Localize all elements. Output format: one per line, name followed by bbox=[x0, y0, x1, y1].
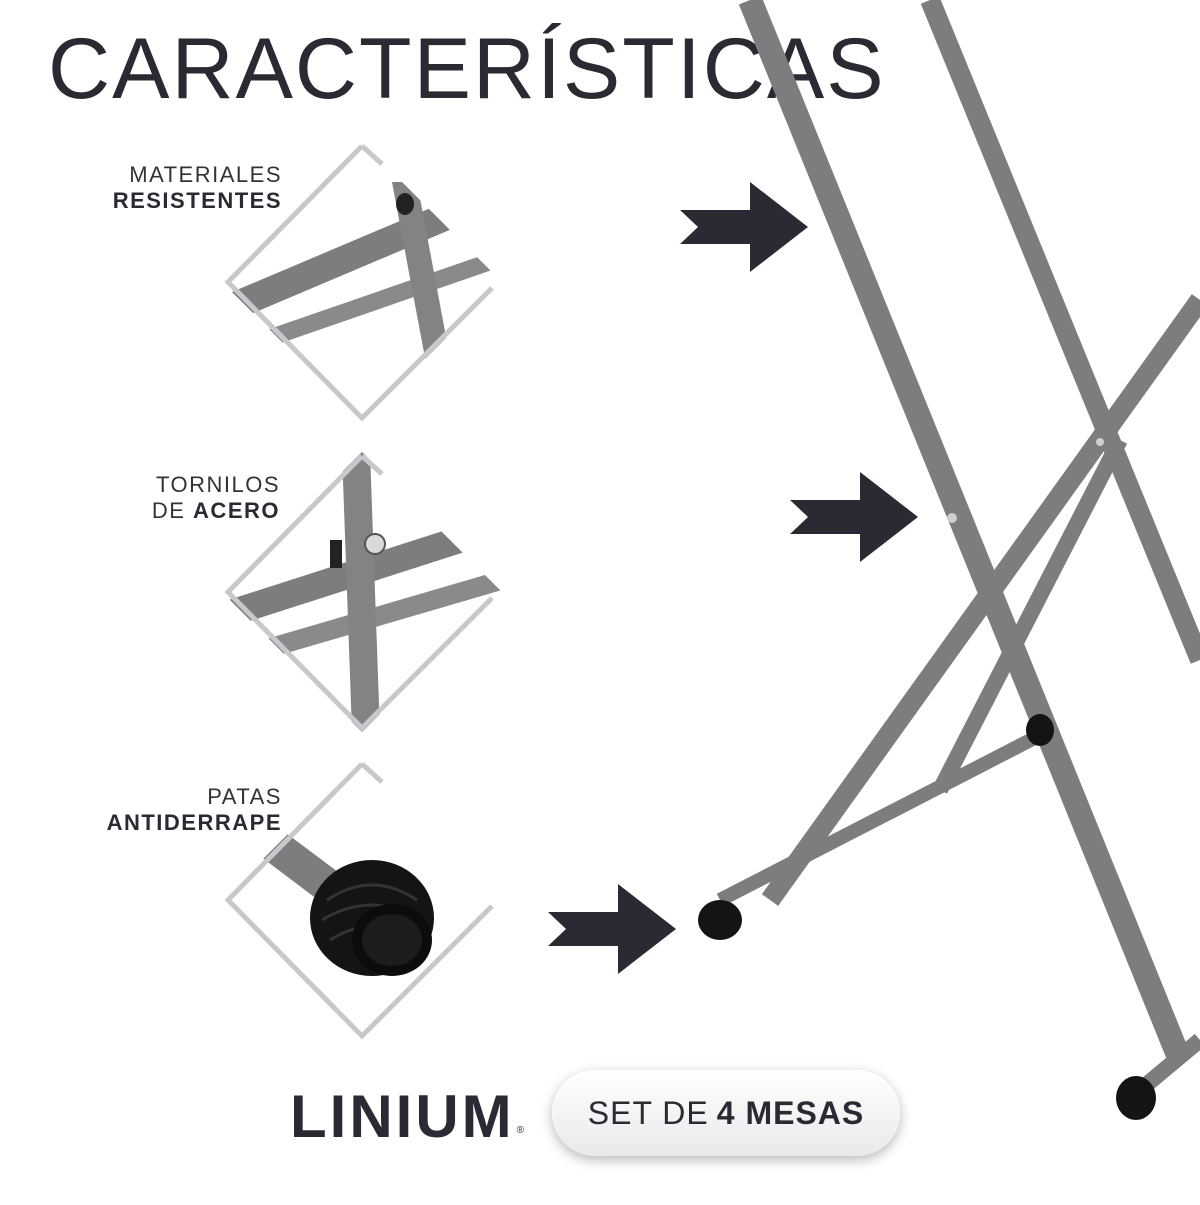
badge-text-light: SET DE bbox=[587, 1094, 709, 1131]
arrow-right-icon bbox=[680, 182, 810, 272]
feature-line2-strong: ACERO bbox=[193, 498, 280, 523]
feature-label-screws: TORNILOS DE ACERO bbox=[40, 472, 280, 524]
feature-line2-strong: RESISTENTES bbox=[112, 188, 282, 213]
feature-line1: MATERIALES bbox=[129, 162, 282, 187]
arrow-right-icon bbox=[790, 472, 920, 562]
brand-name: LINIUM bbox=[290, 1083, 515, 1150]
feature-label-feet: PATAS ANTIDERRAPE bbox=[42, 784, 282, 836]
feature-line1: PATAS bbox=[207, 784, 282, 809]
diamond-closeup-materials bbox=[222, 142, 502, 422]
feature-line2-strong: ANTIDERRAPE bbox=[106, 810, 282, 835]
registered-mark: ® bbox=[516, 1125, 528, 1136]
brand-logo: LINIUM® bbox=[290, 1082, 527, 1151]
feature-line2-light: DE bbox=[151, 498, 186, 523]
badge-text-strong: 4 MESAS bbox=[716, 1094, 865, 1131]
set-badge: SET DE 4 MESAS bbox=[552, 1070, 900, 1156]
page-title: CARACTERÍSTICAS bbox=[48, 21, 886, 117]
arrow-right-icon bbox=[548, 884, 678, 974]
feature-label-materials: MATERIALES RESISTENTES bbox=[42, 162, 282, 214]
diamond-closeup-screws bbox=[222, 452, 502, 732]
table-frame-illustration bbox=[680, 0, 1200, 1200]
feature-line1: TORNILOS bbox=[155, 472, 280, 497]
diamond-closeup-feet bbox=[222, 760, 502, 1040]
